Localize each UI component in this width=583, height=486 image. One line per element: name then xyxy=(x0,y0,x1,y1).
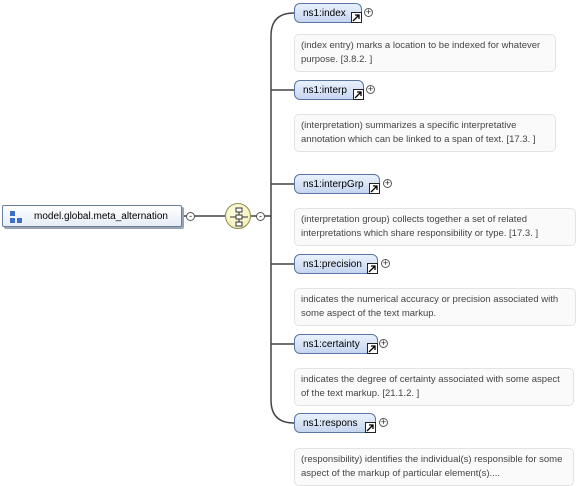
reference-arrow-icon xyxy=(367,343,378,354)
reference-arrow-icon xyxy=(351,12,362,23)
trunk-line xyxy=(270,12,295,424)
model-group-icon xyxy=(10,211,24,223)
sequence-compositor[interactable] xyxy=(225,203,251,229)
element-label: ns1:precision xyxy=(303,259,362,270)
compositor-collapse-toggle[interactable]: - xyxy=(256,212,265,221)
element-node-certainty[interactable]: ns1:certainty xyxy=(294,334,378,354)
element-node-precision[interactable]: ns1:precision xyxy=(294,254,378,274)
expand-toggle-certainty[interactable]: + xyxy=(379,338,388,348)
root-collapse-toggle[interactable]: - xyxy=(186,212,195,221)
element-label: ns1:index xyxy=(303,8,346,19)
element-node-interp[interactable]: ns1:interp xyxy=(294,80,364,100)
element-node-index[interactable]: ns1:index xyxy=(294,3,362,23)
reference-arrow-icon xyxy=(353,89,364,100)
sequence-icon xyxy=(230,207,248,227)
element-label: ns1:interpGrp xyxy=(303,179,364,190)
expand-toggle-index[interactable]: + xyxy=(364,7,373,17)
element-label: ns1:interp xyxy=(303,85,347,96)
element-label: ns1:certainty xyxy=(303,339,360,350)
description-respons: (responsibility) identifies the individu… xyxy=(294,448,574,486)
reference-arrow-icon xyxy=(369,183,380,194)
root-label: model.global.meta_alternation xyxy=(34,211,168,222)
reference-arrow-icon xyxy=(367,263,378,274)
root-model-group-box[interactable]: model.global.meta_alternation xyxy=(2,205,182,227)
expand-toggle-respons[interactable]: + xyxy=(379,417,388,427)
reference-arrow-icon xyxy=(365,422,376,433)
description-precision: indicates the numerical accuracy or prec… xyxy=(294,288,576,326)
expand-toggle-interp[interactable]: + xyxy=(366,84,375,94)
description-certainty: indicates the degree of certainty associ… xyxy=(294,368,574,406)
element-label: ns1:respons xyxy=(303,418,358,429)
expand-toggle-precision[interactable]: + xyxy=(381,258,390,268)
expand-toggle-interpgrp[interactable]: + xyxy=(383,178,392,188)
description-index: (index entry) marks a location to be ind… xyxy=(294,34,556,72)
element-node-interpgrp[interactable]: ns1:interpGrp xyxy=(294,174,380,194)
description-interp: (interpretation) summarizes a specific i… xyxy=(294,114,556,152)
element-node-respons[interactable]: ns1:respons xyxy=(294,413,376,433)
description-interpgrp: (interpretation group) collects together… xyxy=(294,208,576,246)
